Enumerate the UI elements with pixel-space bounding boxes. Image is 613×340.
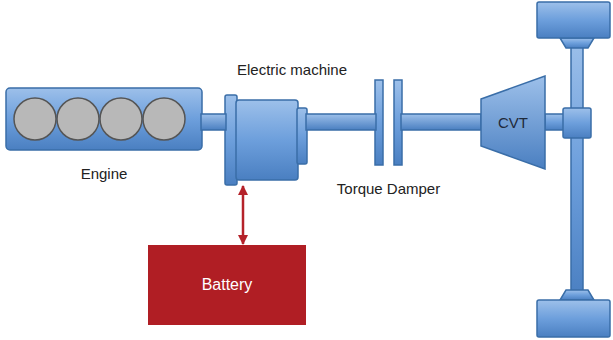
drive-shaft	[201, 114, 226, 130]
machine-flange	[225, 95, 237, 185]
wheel-mount	[560, 38, 594, 48]
drive-shaft	[401, 114, 481, 130]
output-shaft	[545, 114, 565, 130]
drive-shaft	[306, 114, 376, 130]
node-label: Electric machine	[237, 61, 347, 79]
battery-box: Battery	[148, 245, 306, 325]
axle	[571, 38, 583, 300]
cvt-outline	[481, 76, 545, 169]
wheel	[537, 2, 610, 38]
differential-hub	[563, 108, 591, 138]
machine-body	[236, 100, 298, 180]
electric-machine-box: Electric machine	[225, 95, 307, 185]
cvt-box: CVT	[480, 75, 546, 170]
node-label: Torque Damper	[337, 180, 440, 198]
node-label: Engine	[81, 165, 128, 183]
node-label: CVT	[498, 114, 528, 132]
node-label: Battery	[202, 275, 253, 294]
engine-block	[6, 88, 202, 150]
torque-damper-box: Torque Damper	[375, 80, 402, 165]
cylinder	[14, 98, 56, 140]
cylinder	[143, 98, 185, 140]
cylinder	[57, 98, 99, 140]
engine-box: Engine	[6, 88, 202, 150]
cylinder	[100, 98, 142, 140]
power-flow-arrow	[242, 186, 245, 244]
wheel-mount	[560, 290, 594, 300]
wheel	[537, 300, 610, 337]
